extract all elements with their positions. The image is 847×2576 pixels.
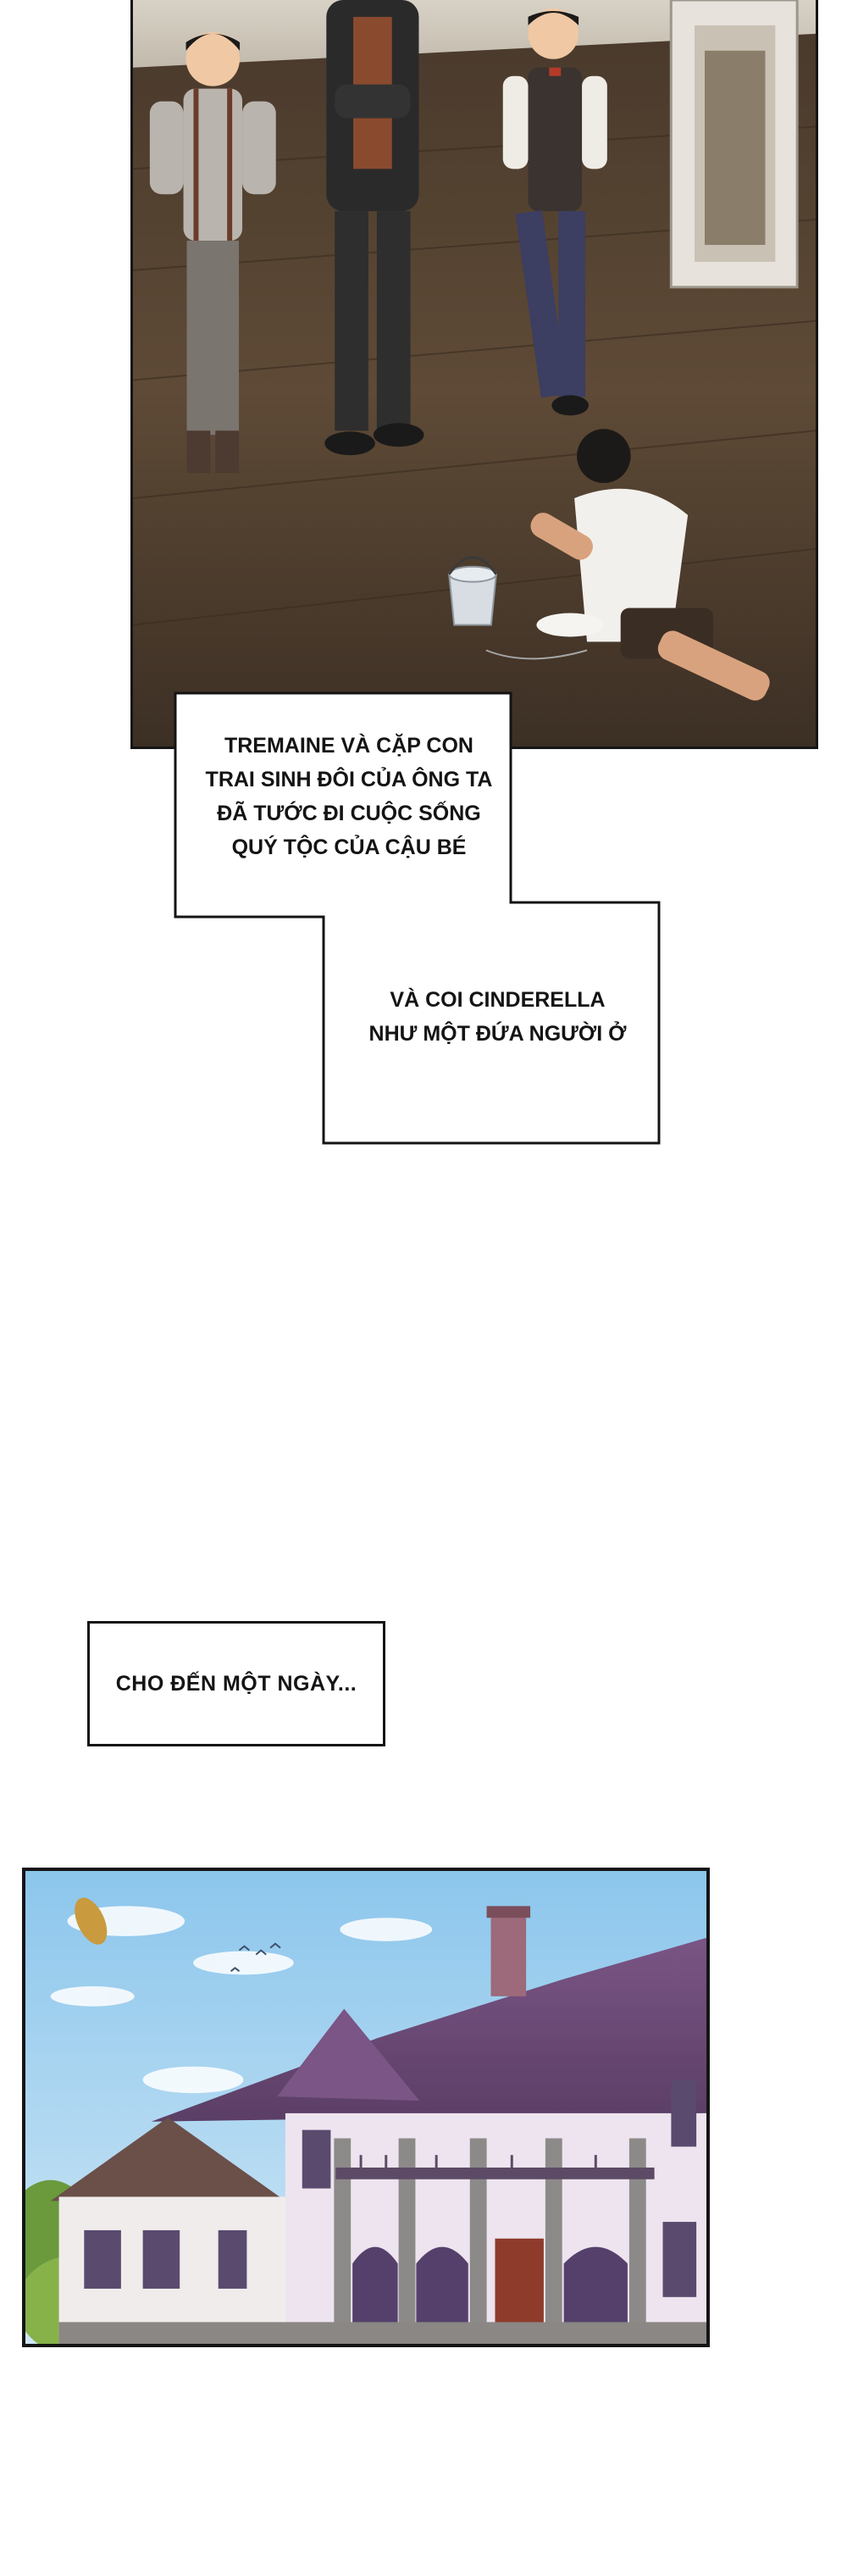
caption-first: TREMAINE VÀ CẶP CON TRAI SINH ĐÔI CỦA ÔN…	[180, 729, 518, 864]
caption-first-line: TRAI SINH ĐÔI CỦA ÔNG TA	[205, 768, 493, 791]
caption-second: VÀ COI CINDERELLA NHƯ MỘT ĐỨA NGƯỜI Ở	[339, 983, 656, 1051]
caption-first-line: QUÝ TỘC CỦA CẬU BÉ	[231, 836, 467, 859]
boy-scrubbing-figure	[530, 429, 770, 701]
bucket-figure	[448, 556, 498, 626]
man-left-figure	[149, 31, 276, 474]
scrubbing-floor-illustration	[133, 0, 816, 747]
comic-panel-scrubbing-floor	[130, 0, 818, 749]
caption-first-line: ĐÃ TƯỚC ĐI CUỘC SỐNG	[217, 802, 481, 825]
caption-one-day-text: CHO ĐẾN MỘT NGÀY...	[115, 1672, 357, 1696]
mansion-illustration	[25, 1871, 706, 2344]
caption-second-line: VÀ COI CINDERELLA	[390, 988, 606, 1012]
comic-panel-mansion	[22, 1868, 710, 2347]
man-middle-figure	[324, 0, 424, 456]
man-right-figure	[502, 8, 607, 416]
caption-one-day-box: CHO ĐẾN MỘT NGÀY...	[87, 1621, 385, 1746]
caption-second-line: NHƯ MỘT ĐỨA NGƯỜI Ở	[368, 1022, 627, 1046]
